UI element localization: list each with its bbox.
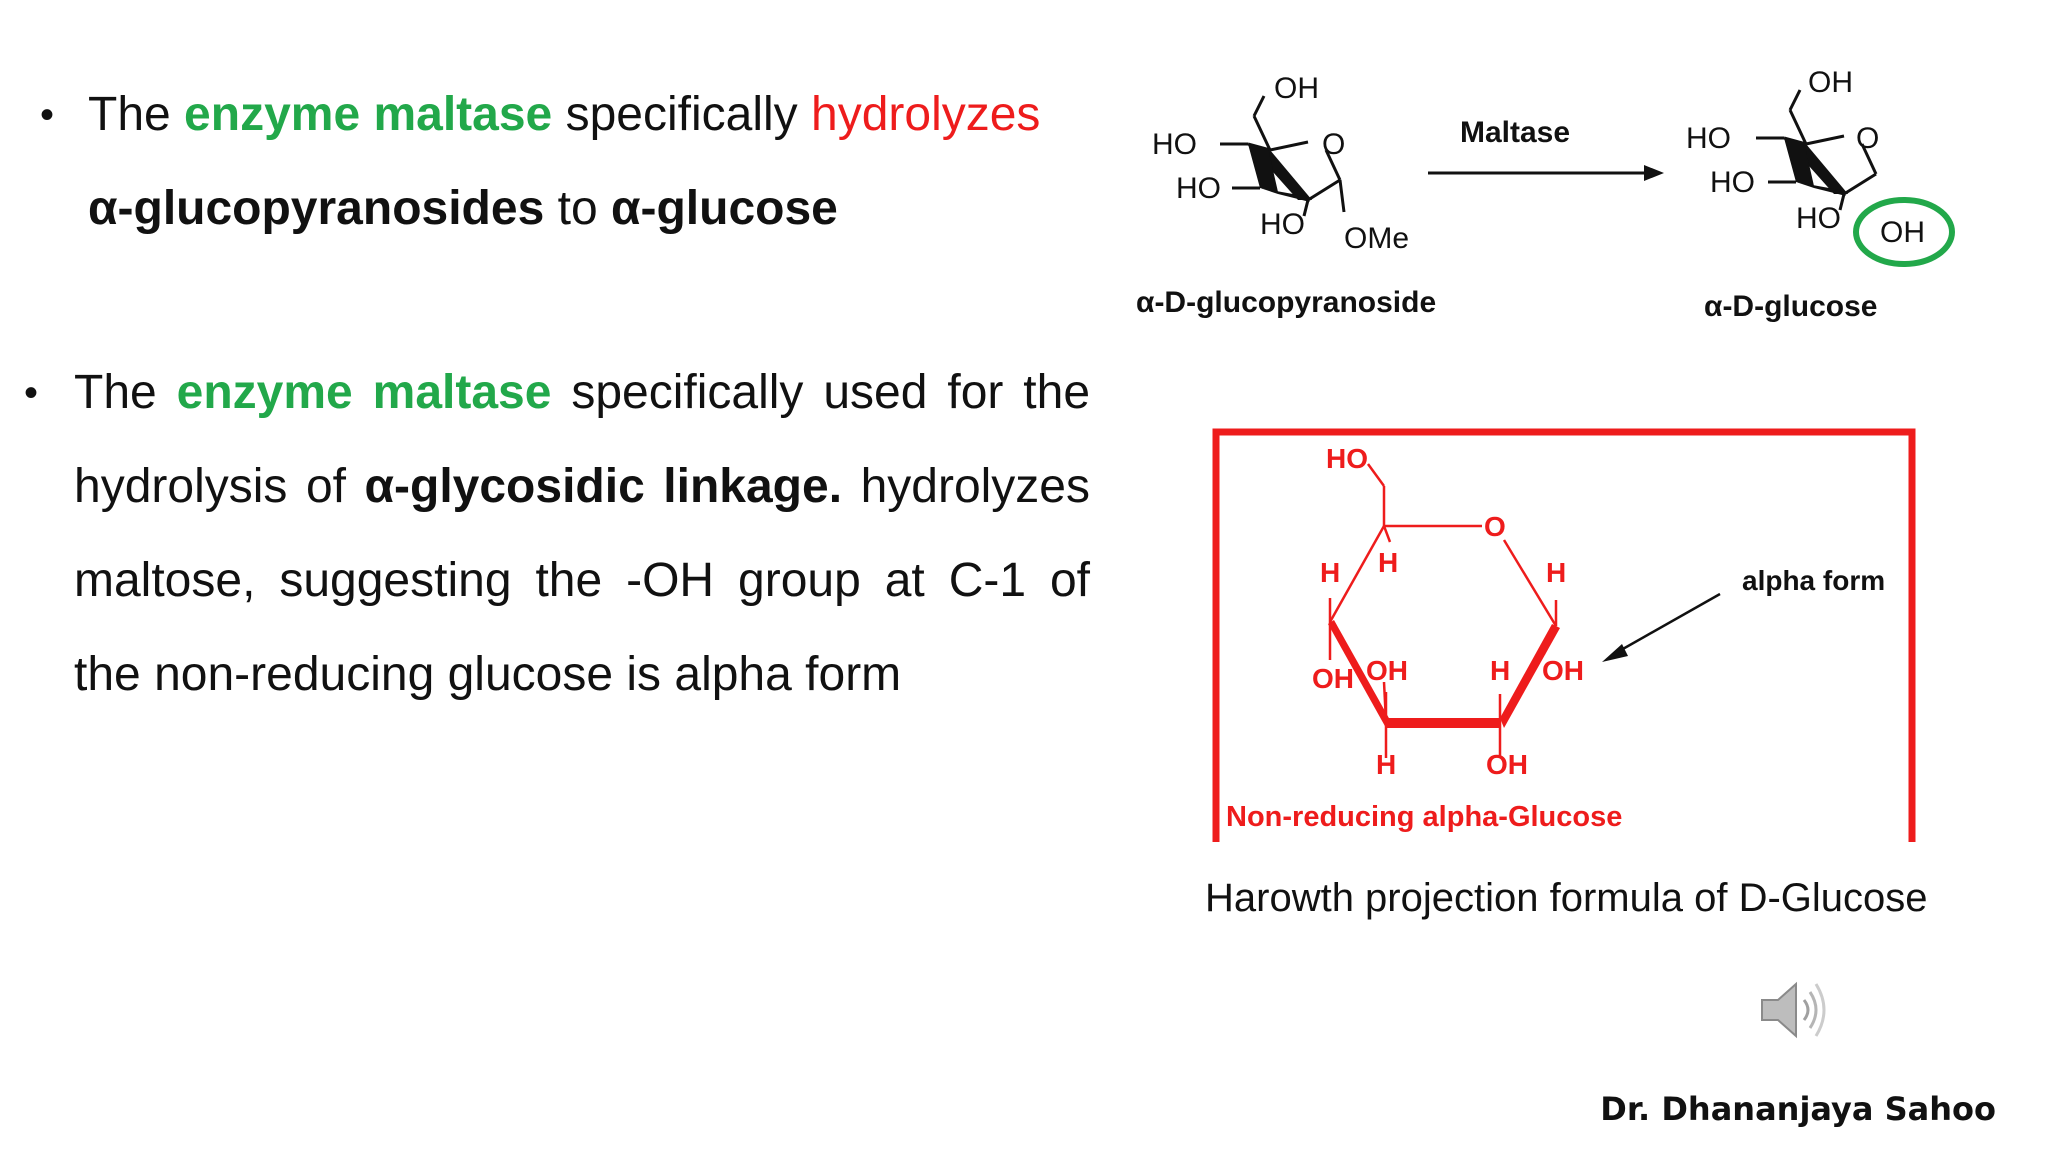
reactant-oh-top: OH: [1274, 72, 1319, 105]
bullet-1: • The enzyme maltase specifically hydrol…: [40, 68, 1128, 256]
haworth-bold-edge: [1500, 624, 1560, 728]
text-glycosidic-linkage: α-glycosidic linkage.: [364, 460, 843, 513]
reactant-ring-o: O: [1322, 128, 1345, 161]
haworth-oh-c1: OH: [1542, 655, 1584, 686]
alpha-arrow-head: [1602, 644, 1628, 662]
product-name: α-D-glucose: [1704, 290, 1877, 323]
haworth-caption: Harowth projection formula of D-Glucose: [1205, 876, 1928, 920]
reactant-name: α-D-glucopyranoside: [1136, 286, 1436, 319]
haworth-ho: HO: [1326, 443, 1368, 474]
reactant-ho-mid: HO: [1176, 172, 1221, 205]
text-the: The: [74, 366, 177, 419]
haworth-h-c1: H: [1546, 557, 1566, 588]
haworth-h-c2: H: [1490, 655, 1510, 686]
reactant-ho-bottom: HO: [1260, 208, 1305, 241]
product-ho-mid: HO: [1710, 166, 1755, 199]
product-ho-bottom: HO: [1796, 202, 1841, 235]
product-ring-o: O: [1856, 122, 1879, 155]
product-oh-top: OH: [1808, 66, 1853, 99]
haworth-bold-edge: [1386, 718, 1500, 728]
text-specifically: specifically: [552, 88, 811, 141]
text-enzyme-maltase: enzyme maltase: [184, 88, 553, 141]
haworth-ring: [1328, 463, 1558, 758]
haworth-oh-c2: OH: [1486, 749, 1528, 780]
haworth-oh-c4: OH: [1312, 663, 1354, 694]
text-to: to: [544, 182, 611, 235]
haworth-h-c3: H: [1376, 749, 1396, 780]
product-ho-left: HO: [1686, 122, 1731, 155]
haworth-h-c4: H: [1320, 557, 1340, 588]
speaker-icon[interactable]: [1756, 974, 1828, 1046]
text-the: The: [88, 88, 185, 141]
product-oh-anomeric: OH: [1880, 216, 1925, 249]
text-hydrolyzes: hydrolyzes: [811, 88, 1041, 141]
haworth-bold-edge: [1328, 620, 1390, 728]
arrow-label: Maltase: [1460, 116, 1570, 149]
bullet-2: • The enzyme maltase specifically used f…: [24, 346, 1091, 722]
product-structure: [1756, 89, 1878, 211]
reactant-ho-left: HO: [1152, 128, 1197, 161]
reactant-ome: OMe: [1344, 222, 1409, 255]
anomeric-oh-highlight: [1853, 197, 1955, 267]
text-used-for: specifically used for the hydrolysis of: [74, 366, 1091, 513]
haworth-h-c5: H: [1378, 547, 1398, 578]
haworth-diagram: HO O H H H OH OH H OH H OH alpha form No…: [1212, 428, 1916, 842]
haworth-box-label: Non-reducing alpha-Glucose: [1226, 801, 1622, 833]
bullet-marker: •: [24, 371, 39, 415]
reaction-scheme: OH HO O HO HO OMe α-D-glucopyranoside Ma…: [1136, 66, 1955, 323]
haworth-ring-o: O: [1484, 511, 1506, 542]
text-enzyme-maltase: enzyme maltase: [176, 366, 552, 419]
arrow-head: [1644, 165, 1664, 181]
reactant-structure: [1220, 95, 1346, 217]
haworth-oh-c3: OH: [1366, 655, 1408, 686]
alpha-arrow: [1613, 592, 1721, 656]
bullet-marker: •: [40, 93, 55, 137]
alpha-form-label: alpha form: [1742, 565, 1885, 596]
text-glucopyranosides: α-glucopyranosides: [88, 182, 545, 235]
text-alpha-glucose: α-glucose: [610, 182, 838, 235]
haworth-frame: [1212, 428, 1916, 842]
author-credit: Dr. Dhananjaya Sahoo: [1600, 1090, 1996, 1128]
text-hydrolyzes-maltose: hydrolyzes maltose, suggesting the -OH g…: [74, 460, 1090, 701]
